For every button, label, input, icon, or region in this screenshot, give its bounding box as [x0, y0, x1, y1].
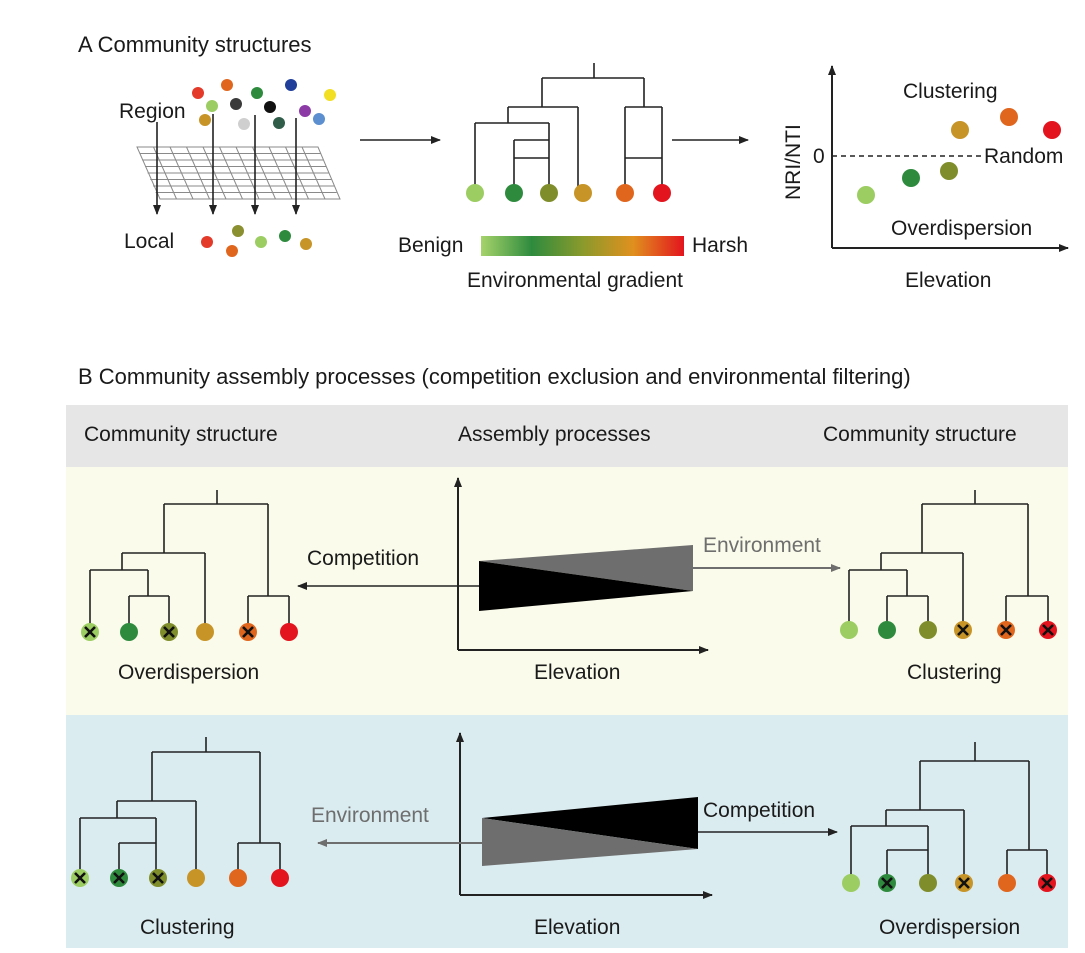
panel-a-title: A Community structures	[78, 32, 312, 57]
upper-competition-label: Competition	[307, 547, 419, 570]
species-ochre	[187, 869, 205, 887]
exclusion-cross-icon	[957, 624, 1054, 636]
species-dot	[264, 101, 276, 113]
upper-environment-label: Environment	[703, 534, 821, 557]
species-light-green	[842, 874, 860, 892]
header-band	[66, 405, 1068, 467]
lower-assembly-diagram	[317, 732, 838, 899]
gradient-right-label: Harsh	[692, 234, 748, 257]
species-green	[878, 621, 896, 639]
lower-left-tree	[71, 737, 289, 887]
zero-tick-label: 0	[813, 145, 825, 168]
phylogeny-tree	[466, 63, 671, 202]
header-left: Community structure	[84, 423, 278, 446]
lower-right-tree	[842, 742, 1056, 892]
competition-wedge	[479, 561, 693, 611]
x-axis-label: Elevation	[905, 269, 991, 292]
species-dot	[255, 236, 267, 248]
species-dot	[300, 238, 312, 250]
local-community	[201, 225, 312, 257]
lower-environment-label: Environment	[311, 804, 429, 827]
species-orange	[229, 869, 247, 887]
lower-right-structure: Overdispersion	[879, 916, 1020, 939]
sampling-arrows	[153, 114, 300, 215]
species-dot	[232, 225, 244, 237]
species-dot	[226, 245, 238, 257]
regional-species-pool	[192, 79, 336, 130]
species-ochre	[574, 184, 592, 202]
point-orange	[1000, 108, 1018, 126]
competition-wedge	[482, 797, 698, 849]
upper-left-tree	[81, 490, 298, 641]
panel-b-title: B Community assembly processes (competit…	[78, 364, 911, 389]
exclusion-cross-icon	[881, 877, 1053, 889]
upper-right-structure: Clustering	[907, 661, 1002, 684]
exclusion-cross-icon	[84, 626, 254, 638]
point-green	[902, 169, 920, 187]
lower-left-structure: Clustering	[140, 916, 235, 939]
species-dot	[199, 114, 211, 126]
header-right: Community structure	[823, 423, 1017, 446]
upper-assembly-diagram	[297, 477, 841, 654]
species-dot	[299, 105, 311, 117]
species-olive	[919, 874, 937, 892]
point-olive	[940, 162, 958, 180]
random-label: Random	[984, 145, 1063, 168]
y-axis-label: NRI/NTI	[782, 124, 805, 200]
lower-competition-label: Competition	[703, 799, 815, 822]
clustering-label: Clustering	[903, 80, 998, 103]
species-dot	[313, 113, 325, 125]
species-orange	[616, 184, 634, 202]
local-label: Local	[124, 230, 174, 253]
sampling-grid	[136, 146, 341, 200]
species-red	[280, 623, 298, 641]
species-orange	[998, 874, 1016, 892]
species-olive	[919, 621, 937, 639]
species-light-green	[840, 621, 858, 639]
species-light-green	[466, 184, 484, 202]
environment-wedge	[479, 545, 693, 591]
region-label: Region	[119, 100, 186, 123]
upper-left-structure: Overdispersion	[118, 661, 259, 684]
species-dot	[230, 98, 242, 110]
environment-wedge	[482, 818, 698, 866]
gradient-left-label: Benign	[398, 234, 463, 257]
species-dot	[279, 230, 291, 242]
species-dot	[192, 87, 204, 99]
upper-axis-label: Elevation	[534, 661, 620, 684]
species-dot	[238, 118, 250, 130]
species-dot	[273, 117, 285, 129]
species-dot	[201, 236, 213, 248]
overdispersion-label: Overdispersion	[891, 217, 1032, 240]
species-red	[653, 184, 671, 202]
point-ochre	[951, 121, 969, 139]
species-red	[271, 869, 289, 887]
species-green	[120, 623, 138, 641]
nri-nti-plot: NRI/NTI 0 Random Clustering Overdispersi…	[782, 65, 1069, 292]
point-red	[1043, 121, 1061, 139]
gradient-caption: Environmental gradient	[467, 269, 683, 292]
species-dot	[285, 79, 297, 91]
species-dot	[251, 87, 263, 99]
species-ochre	[196, 623, 214, 641]
lower-axis-label: Elevation	[534, 916, 620, 939]
environmental-gradient-bar	[481, 236, 684, 256]
exclusion-cross-icon	[74, 872, 164, 884]
species-dot	[206, 100, 218, 112]
upper-right-tree	[840, 490, 1057, 639]
header-center: Assembly processes	[458, 423, 651, 446]
species-olive	[540, 184, 558, 202]
species-green	[505, 184, 523, 202]
point-light-green	[857, 186, 875, 204]
species-dot	[221, 79, 233, 91]
species-dot	[324, 89, 336, 101]
